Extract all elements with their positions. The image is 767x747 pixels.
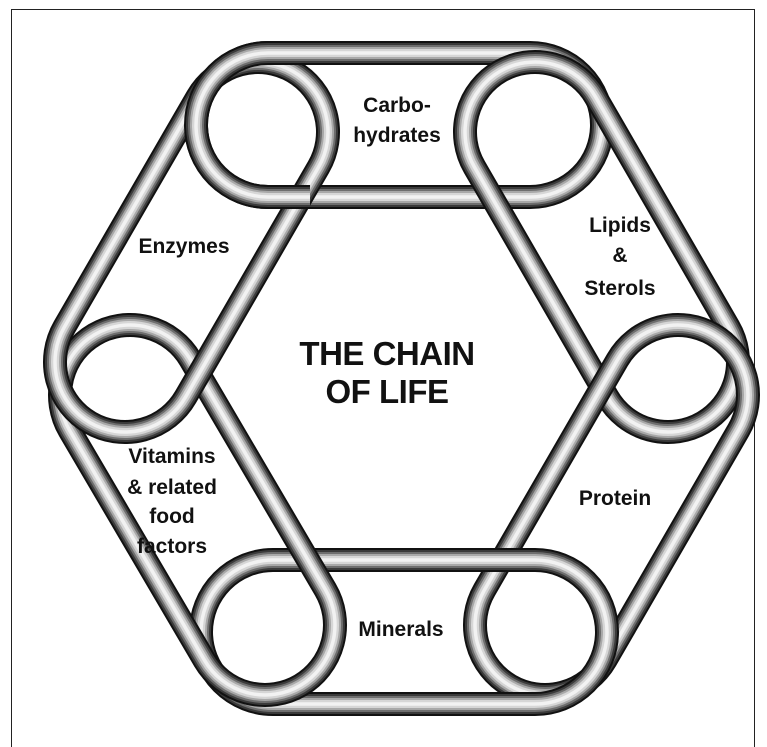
vitamins-label-line-1: Vitamins xyxy=(128,445,215,468)
lipids-label-line-3: Sterols xyxy=(584,277,655,300)
carbohydrates-label-line-2: hydrates xyxy=(353,124,441,147)
protein-label-line-1: Protein xyxy=(579,487,651,510)
minerals-label-line-1: Minerals xyxy=(358,618,443,641)
lipids-label-line-2: & xyxy=(612,244,627,267)
lipids-label-line-1: Lipids xyxy=(589,214,651,237)
minerals-label: Minerals xyxy=(358,618,443,641)
title-line-2: OF LIFE xyxy=(326,373,449,410)
vitamins-label-line-3: food xyxy=(149,505,194,528)
enzymes-label: Enzymes xyxy=(138,235,229,258)
carbohydrates-label: Carbo- hydrates xyxy=(353,94,441,147)
protein-label: Protein xyxy=(579,487,651,510)
lipids-sterols-label: Lipids & Sterols xyxy=(584,214,655,300)
vitamins-label-line-4: factors xyxy=(137,535,207,558)
carbohydrates-label-line-1: Carbo- xyxy=(363,94,431,117)
vitamins-label-line-2: & related xyxy=(127,476,217,499)
vitamins-label: Vitamins & related food factors xyxy=(127,445,217,558)
enzymes-label-line-1: Enzymes xyxy=(138,235,229,258)
title-line-1: THE CHAIN xyxy=(299,335,474,372)
center-title: THE CHAIN OF LIFE xyxy=(299,335,474,410)
